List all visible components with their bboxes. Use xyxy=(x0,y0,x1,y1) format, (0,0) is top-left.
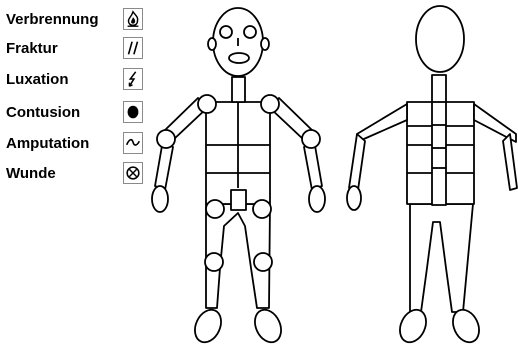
back-arm-left[interactable] xyxy=(357,104,407,142)
back-foot-left[interactable] xyxy=(395,306,431,345)
front-hip-right[interactable] xyxy=(253,200,271,218)
front-knee-left[interactable] xyxy=(205,253,223,271)
front-foot-left[interactable] xyxy=(190,306,226,345)
front-hand-right[interactable] xyxy=(309,186,325,212)
back-forearm-left[interactable] xyxy=(349,134,365,190)
back-spine[interactable] xyxy=(432,75,446,205)
front-knee-right[interactable] xyxy=(254,253,272,271)
front-groin[interactable] xyxy=(231,190,246,210)
front-foot-right[interactable] xyxy=(250,306,286,345)
front-neck[interactable] xyxy=(232,77,245,102)
front-shoulder-right[interactable] xyxy=(261,95,279,113)
front-eye-left[interactable] xyxy=(220,26,232,38)
front-ear-right[interactable] xyxy=(261,38,269,50)
body-back-view xyxy=(347,6,517,345)
front-eye-right[interactable] xyxy=(244,26,256,38)
front-elbow-left[interactable] xyxy=(157,130,175,148)
front-mouth[interactable] xyxy=(229,53,249,63)
back-hand-left[interactable] xyxy=(347,186,361,210)
front-elbow-right[interactable] xyxy=(302,130,320,148)
back-legs-outline[interactable] xyxy=(410,204,473,312)
front-hip-left[interactable] xyxy=(206,200,224,218)
front-hand-left[interactable] xyxy=(152,186,168,212)
front-ear-left[interactable] xyxy=(208,38,216,50)
front-shoulder-left[interactable] xyxy=(198,95,216,113)
back-head[interactable] xyxy=(416,6,464,72)
body-front-view xyxy=(152,8,325,345)
